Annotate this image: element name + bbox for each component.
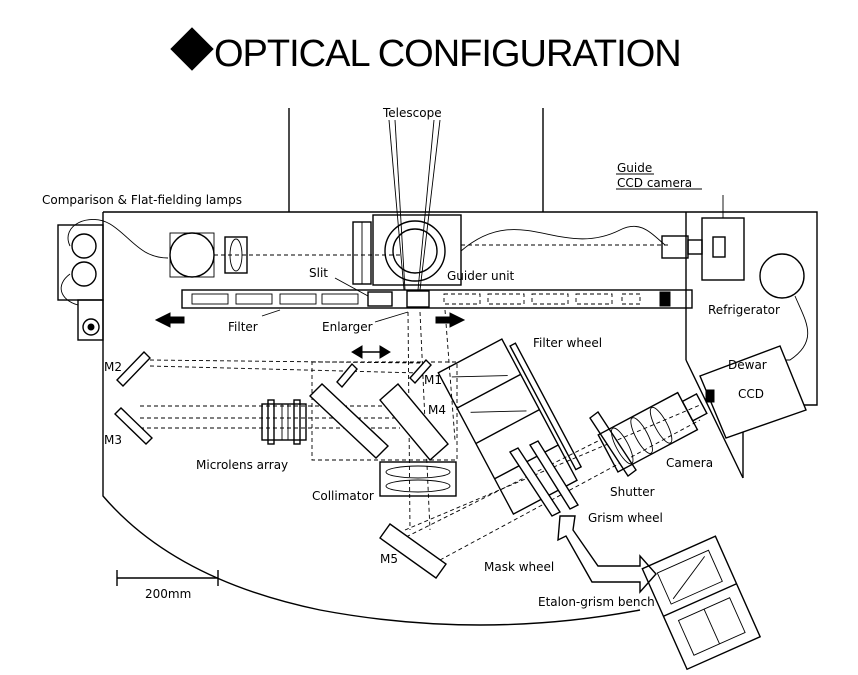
mask-wheel xyxy=(508,440,580,517)
refrigerator xyxy=(759,253,809,361)
label-ccd: CCD xyxy=(738,387,764,401)
label-collimator: Collimator xyxy=(312,489,374,503)
title-marker-icon xyxy=(170,27,214,71)
label-ccd-camera: CCD camera xyxy=(617,176,692,190)
label-camera: Camera xyxy=(666,456,713,470)
label-m4: M4 xyxy=(428,403,446,417)
mirror-m3 xyxy=(114,407,153,445)
label-telescope: Telescope xyxy=(382,106,442,120)
label-refrigerator: Refrigerator xyxy=(708,303,780,317)
mirror-m2 xyxy=(116,351,151,387)
mirror-m4 xyxy=(379,382,449,462)
dewar xyxy=(699,345,807,439)
label-guide: Guide xyxy=(617,161,652,175)
enlarger-mirror xyxy=(336,362,358,389)
label-shutter: Shutter xyxy=(610,485,655,499)
label-m2: M2 xyxy=(104,360,122,374)
telescope-beam xyxy=(288,108,544,291)
grism-wheel-arrows xyxy=(557,515,657,594)
scale-bar xyxy=(116,570,219,586)
lamp-circles xyxy=(60,219,400,336)
label-m1: M1 xyxy=(424,373,442,387)
label-grism-wheel: Grism wheel xyxy=(588,511,663,525)
microlens-array xyxy=(261,399,307,445)
label-mask-wheel: Mask wheel xyxy=(484,560,554,574)
mirror-m5 xyxy=(379,523,447,579)
etalon-grism-bench xyxy=(641,535,762,671)
label-filter: Filter xyxy=(228,320,258,334)
collimator xyxy=(379,461,457,497)
label-enlarger: Enlarger xyxy=(322,320,373,334)
label-m5: M5 xyxy=(380,552,398,566)
label-dewar: Dewar xyxy=(728,358,767,372)
diagram-title: OPTICAL CONFIGURATION xyxy=(214,33,681,75)
optical-beams xyxy=(140,309,701,561)
label-microlens-array: Microlens array xyxy=(196,458,288,472)
label-scale: 200mm xyxy=(145,587,191,601)
enlarger-arrow xyxy=(351,345,391,359)
label-slit: Slit xyxy=(309,266,328,280)
label-etalon-grism-bench: Etalon-grism bench xyxy=(538,595,655,609)
guide-ccd-camera xyxy=(661,195,745,281)
guider-unit xyxy=(352,214,670,286)
filter-slide xyxy=(154,289,693,328)
label-m3: M3 xyxy=(104,433,122,447)
dichroic-plate xyxy=(308,383,390,459)
label-guider-unit: Guider unit xyxy=(447,269,515,283)
camera xyxy=(597,391,708,473)
label-lamps: Comparison & Flat-fielding lamps xyxy=(42,193,242,207)
label-filter-wheel: Filter wheel xyxy=(533,336,602,350)
mirror-m1 xyxy=(409,358,432,385)
